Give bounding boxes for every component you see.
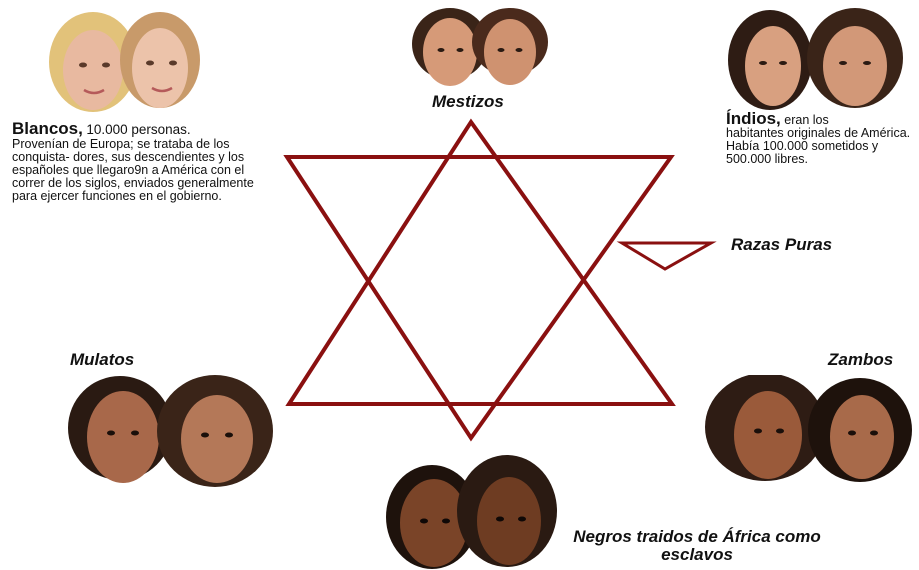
blancos-count: 10.000 personas. (86, 122, 190, 137)
blancos-description: Blancos, 10.000 personas. Provenían de E… (12, 122, 274, 203)
indios-text-inline: eran los (784, 113, 828, 127)
upward-triangle (289, 122, 672, 404)
razas-puras-label: Razas Puras (731, 235, 832, 255)
blancos-text: Provenían de Europa; se trataba de los c… (12, 138, 274, 203)
negros-label: Negros traidos de África como esclavos (566, 528, 828, 564)
blancos-heading: Blancos, (12, 119, 83, 138)
indios-text: habitantes originales de América. Había … (726, 127, 918, 166)
razas-puras-pointer-triangle (622, 243, 711, 269)
mestizos-label: Mestizos (432, 92, 504, 112)
mulatos-faces-image (45, 373, 285, 491)
blancos-faces-image (28, 10, 208, 120)
negros-faces-image (372, 455, 562, 569)
indios-description: Índios, eran los habitantes originales d… (726, 112, 918, 166)
downward-triangle (287, 157, 671, 438)
mestizos-faces-image (405, 8, 553, 88)
indios-faces-image (715, 8, 911, 112)
mulatos-label: Mulatos (70, 350, 134, 370)
zambos-label: Zambos (828, 350, 893, 370)
zambos-faces-image (700, 375, 914, 485)
